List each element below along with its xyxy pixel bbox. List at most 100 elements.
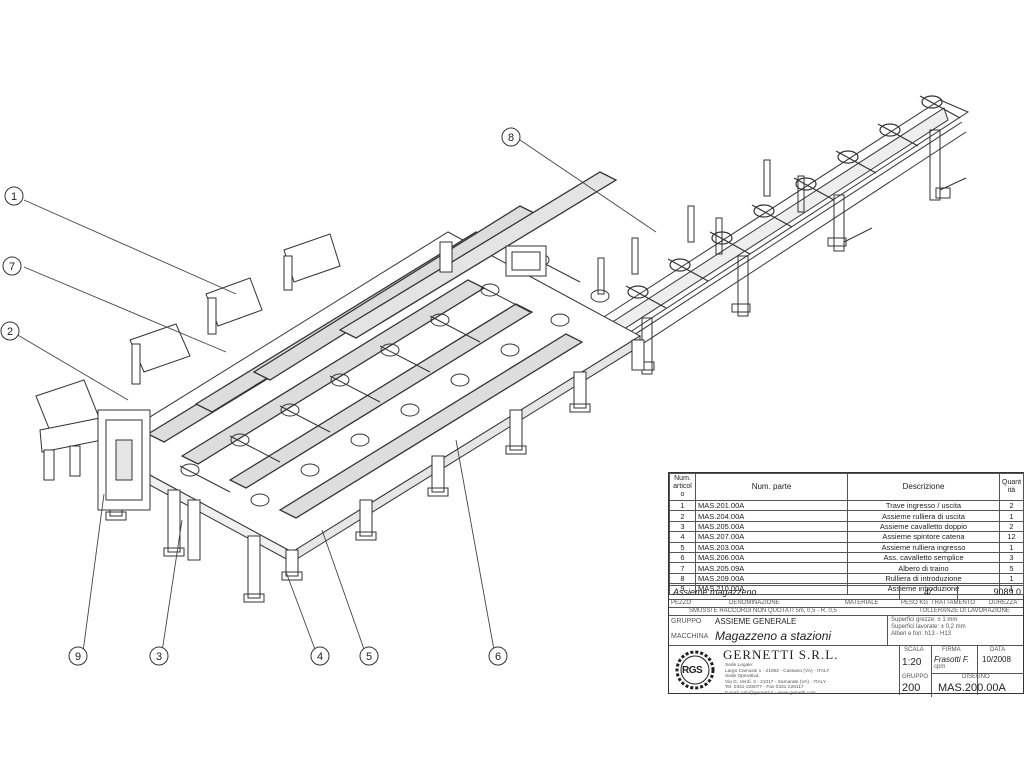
address-line: Sede Legale:	[725, 663, 754, 668]
address-line: Sede Operativa:	[725, 674, 760, 679]
firma-cell: FIRMA Frasotti F. cpm	[931, 646, 977, 695]
parts-list: Num. articol o Num. parte Descrizione Qu…	[669, 473, 1024, 595]
disegno-cell: DISEGNO MAS.200.00A	[931, 673, 1024, 697]
part-code: MAS.207.00A	[695, 531, 848, 543]
label-tolleranze: TOLLERANZE DI LAVORAZIONE	[919, 608, 1010, 614]
part-code: MAS.209.00A	[695, 572, 848, 585]
logo-text: RGS	[682, 665, 703, 676]
qty-symbol: 4/	[924, 587, 932, 597]
address-line: Tel. 0331-228077 - Fax 0331-228117	[725, 685, 804, 690]
part-number-index: 5	[669, 541, 696, 553]
callout-8: 8	[508, 132, 514, 144]
data-label: DATA	[990, 647, 1006, 653]
part-description: Assieme rulliera di uscita	[847, 510, 1000, 522]
part-quantity: 1	[999, 572, 1024, 585]
part-quantity: 2	[999, 520, 1024, 533]
tolerance-line: Superfici lavorate: ± 0,2 mm	[891, 624, 966, 630]
disegno-value: MAS.200.00A	[938, 682, 1006, 694]
firma-label: FIRMA	[942, 647, 961, 653]
part-description: Assieme spintore catena	[847, 531, 1000, 543]
parts-list-header: Num. articol o Num. parte Descrizione Qu…	[669, 473, 1024, 501]
part-quantity: 3	[999, 551, 1024, 564]
label-materiale: MATERIALE	[845, 600, 879, 606]
label-trattamento: TRATTAMENTO	[931, 600, 975, 606]
label-pezzo: PEZZO	[671, 600, 692, 606]
tolerance-notes: Superfici grezze: ± 1 mm Superfici lavor…	[891, 617, 966, 638]
callout-balloons	[0, 127, 521, 666]
callout-2: 2	[7, 326, 13, 338]
data-value: 10/2008	[982, 655, 1011, 664]
part-quantity: 5	[999, 562, 1024, 574]
part-quantity: 1	[999, 541, 1024, 553]
tolerance-line: Alberi e fori: h13 - H13	[891, 631, 952, 637]
assembly-row: Assieme magazzeno 4/ 9089.0	[669, 585, 1023, 599]
part-code: MAS.203.00A	[695, 541, 848, 553]
callout-9: 9	[75, 651, 81, 663]
header-desc: Descrizione	[847, 473, 1000, 501]
callout-4: 4	[317, 651, 323, 663]
company-row: RGS GERNETTI S.R.L. Sede Legale: Largo C…	[669, 645, 1024, 697]
part-number-index: 4	[669, 531, 696, 543]
cpm-label: cpm	[934, 664, 946, 670]
part-number-index: 7	[669, 562, 696, 574]
part-code: MAS.201.00A	[695, 499, 848, 512]
label-peso: PESO KG	[901, 600, 929, 606]
leader-lines	[15, 139, 657, 653]
label-denominazione: DENOMINAZIONE	[729, 600, 780, 606]
title-block: Num. articol o Num. parte Descrizione Qu…	[668, 472, 1024, 697]
callout-3: 3	[156, 651, 162, 663]
company-logo	[675, 650, 715, 690]
part-number-index: 6	[669, 551, 696, 564]
part-quantity: 1	[999, 583, 1024, 595]
part-description: Assieme rulliera ingresso	[847, 541, 1000, 553]
tolerance-line: Superfici grezze: ± 1 mm	[891, 617, 958, 623]
label-durezza: DUREZZA	[989, 600, 1018, 606]
header-qty: Quant ità	[999, 473, 1024, 501]
part-description: Assieme cavalletto doppio	[847, 520, 1000, 533]
gruppo-num-value: 200	[902, 682, 921, 694]
disegno-label: DISEGNO	[962, 674, 990, 680]
callout-7: 7	[9, 261, 15, 273]
tail-conveyor	[594, 95, 970, 375]
firma-value: Frasotti F.	[934, 655, 969, 664]
part-number-index: 1	[669, 499, 696, 512]
scale-cell: SCALA 1:20 GRUPPO 200	[899, 646, 931, 695]
gruppo-label: GRUPPO	[671, 618, 702, 625]
scala-label: SCALA	[904, 647, 924, 653]
main-frame	[35, 171, 645, 603]
part-number-index: 2	[669, 510, 696, 522]
notes-row: SMUSSI E RACCORDI NON QUOTATI 5m, 0,5 - …	[669, 607, 1023, 615]
part-description: Trave ingresso / uscita	[847, 499, 1000, 512]
part-quantity: 2	[999, 499, 1024, 512]
note-smussi: SMUSSI E RACCORDI NON QUOTATI 5m, 0,5 - …	[689, 608, 837, 614]
part-number-index: 3	[669, 520, 696, 533]
weight-value: 9089.0	[993, 587, 1021, 597]
field-labels-row: PEZZO DENOMINAZIONE MATERIALE PESO KG TR…	[669, 599, 1023, 607]
part-code: MAS.206.00A	[695, 551, 848, 564]
callout-1: 1	[11, 191, 17, 203]
part-quantity: 12	[999, 531, 1024, 543]
header-part: Num. parte	[695, 473, 848, 501]
address-line: E-mail: info@gernetti.it - www.gernetti.…	[725, 690, 816, 696]
part-description: Albero di traino	[847, 562, 1000, 574]
macchina-value: Magazzeno a stazioni	[715, 629, 832, 643]
company-name: GERNETTI S.R.L.	[723, 647, 839, 662]
data-cell: DATA 10/2008	[977, 646, 1023, 695]
part-code: MAS.205.09A	[695, 562, 848, 574]
address-line: Via G. Verdi, 3 - 21017 - Samarate (VA) …	[725, 679, 826, 685]
part-code: MAS.204.00A	[695, 510, 848, 522]
gruppo-value: ASSIEME GENERALE	[715, 617, 797, 626]
part-number-index: 8	[669, 572, 696, 585]
company-address: Sede Legale: Largo Camussi 1 - 21052 - C…	[725, 663, 830, 696]
part-quantity: 1	[999, 510, 1024, 522]
